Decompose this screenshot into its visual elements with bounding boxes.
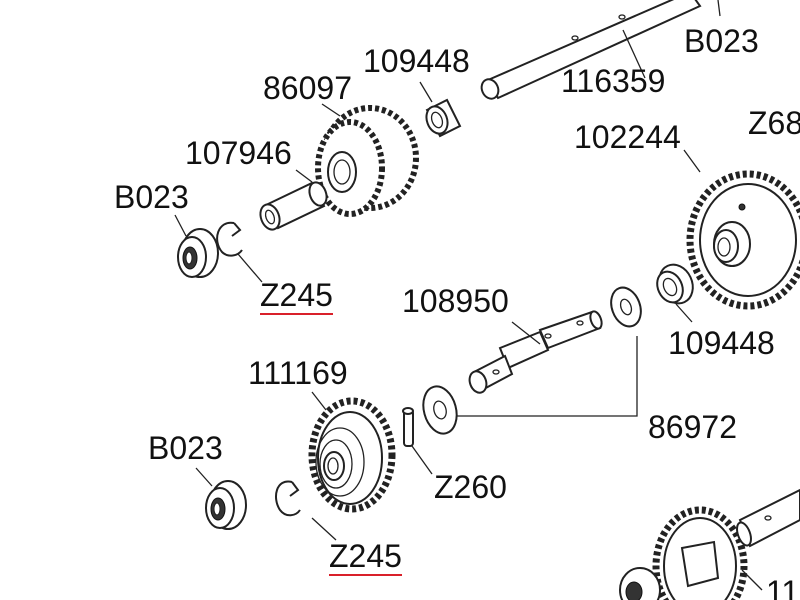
- bushing-109448-top: [425, 98, 462, 138]
- 109448-top-leader: [419, 81, 433, 103]
- label-11-partial: 11: [766, 574, 800, 600]
- label-z245-top: Z245: [260, 277, 333, 315]
- label-86097: 86097: [263, 70, 352, 106]
- label-109448-top: 109448: [363, 43, 470, 79]
- label-z245-bottom: Z245: [329, 538, 402, 576]
- bearing-b023-bottom: [205, 480, 247, 530]
- shaft-116359: [480, 0, 702, 100]
- 107946-leader: [295, 169, 313, 183]
- 86972-leader: [456, 336, 638, 417]
- partial-assembly-bottom-right: [619, 488, 800, 600]
- label-b023-left: B023: [114, 179, 189, 215]
- washer-86972-right: [610, 286, 642, 328]
- label-102244: 102244: [574, 119, 681, 155]
- 109448-right-leader: [675, 303, 693, 323]
- label-111169: 111169: [248, 355, 348, 391]
- 108950-leader: [511, 321, 541, 345]
- label-z68-partial: Z68: [748, 105, 800, 141]
- b023-bottom-leader: [195, 467, 213, 487]
- gear-102244: [686, 170, 800, 310]
- gear-111169: [308, 397, 396, 513]
- washer-86972-left: [422, 385, 458, 435]
- 102244-leader: [683, 149, 701, 173]
- label-107946: 107946: [185, 135, 292, 171]
- label-z260: Z260: [434, 469, 507, 505]
- eclip-z245-top: [216, 221, 263, 283]
- label-86972: 86972: [648, 409, 737, 445]
- eclip-z245-bottom: [275, 480, 337, 541]
- label-109448-right: 109448: [668, 325, 775, 361]
- gear-86097: [315, 105, 419, 217]
- label-108950: 108950: [402, 283, 509, 319]
- 111169-leader: [311, 391, 327, 411]
- 86097-leader: [321, 103, 341, 117]
- label-116359: 116359: [561, 63, 666, 99]
- b023-top-leader: [717, 0, 721, 17]
- label-b023-top: B023: [684, 23, 759, 59]
- label-b023-bottom: B023: [148, 430, 223, 466]
- pin-z260: [402, 407, 433, 475]
- spacer-107946: [259, 181, 328, 231]
- bearing-b023-left: [177, 228, 219, 278]
- bushing-109448-right: [656, 263, 694, 305]
- b023-left-leader: [174, 214, 187, 237]
- shaft-108950: [468, 310, 603, 394]
